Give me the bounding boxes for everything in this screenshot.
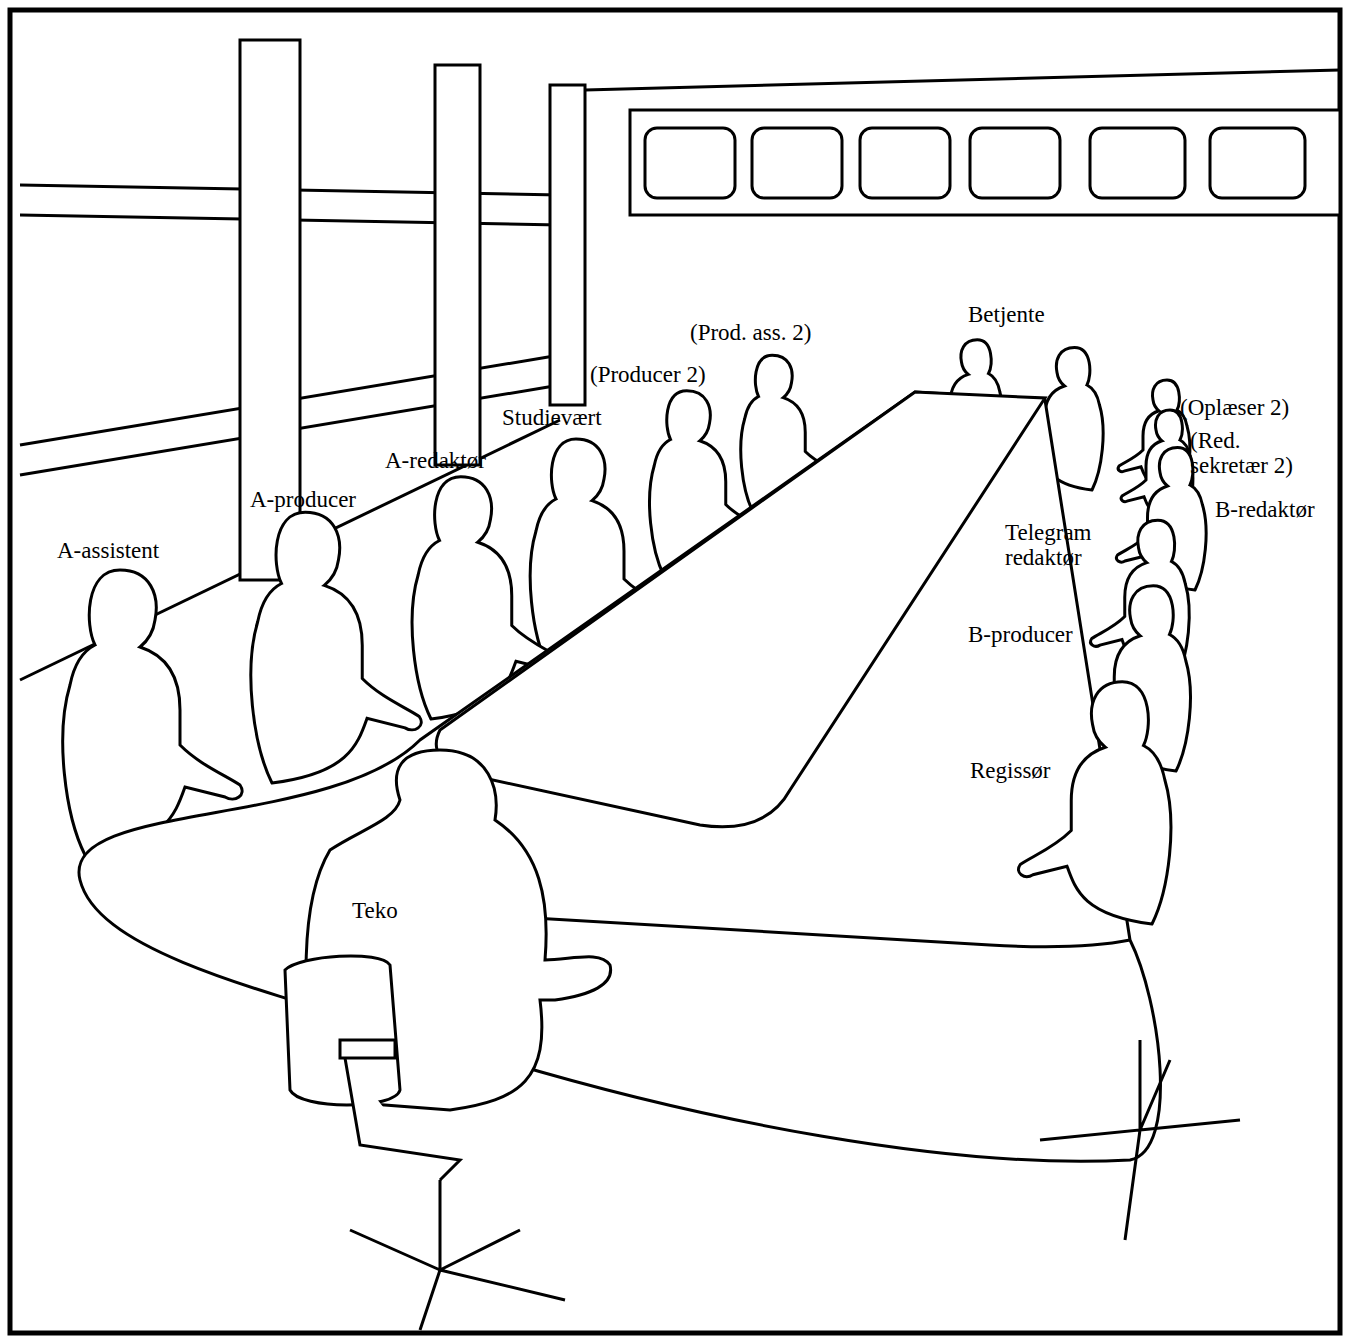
role-label: Regissør [970,758,1051,783]
role-label: A-producer [250,487,356,512]
role-label: (Prod. ass. 2) [690,320,811,345]
role-label: (Producer 2) [590,362,706,387]
role-label: A-assistent [57,538,159,563]
role-label: Studievært [502,405,602,430]
monitor-wall [630,110,1340,215]
director-person [1018,682,1170,924]
role-label: B-redaktør [1215,497,1315,522]
role-label: Telegram redaktør [1005,520,1115,570]
role-label: Teko [352,898,398,923]
teko-person-chair [285,750,611,1330]
role-label: (Oplæser 2) [1180,395,1289,420]
right-chairs [1040,1040,1240,1240]
role-label: A-redaktør [385,448,486,473]
role-label: Betjente [968,302,1045,327]
frame [10,10,1340,1333]
role-label: B-producer [968,622,1073,647]
role-label: (Red. sekretær 2) [1190,428,1315,478]
conference-table [79,392,1161,1161]
